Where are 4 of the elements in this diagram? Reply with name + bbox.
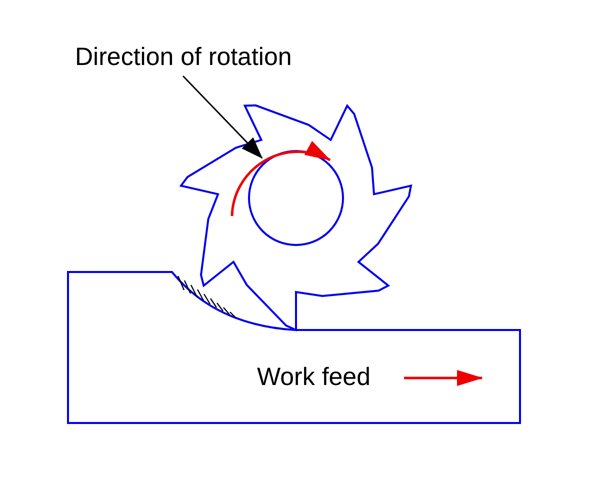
rotation-arrow xyxy=(230,142,331,216)
annotation-text: Direction of rotation xyxy=(75,42,292,72)
leader-line xyxy=(182,75,263,159)
label-text: Work feed xyxy=(257,362,370,392)
